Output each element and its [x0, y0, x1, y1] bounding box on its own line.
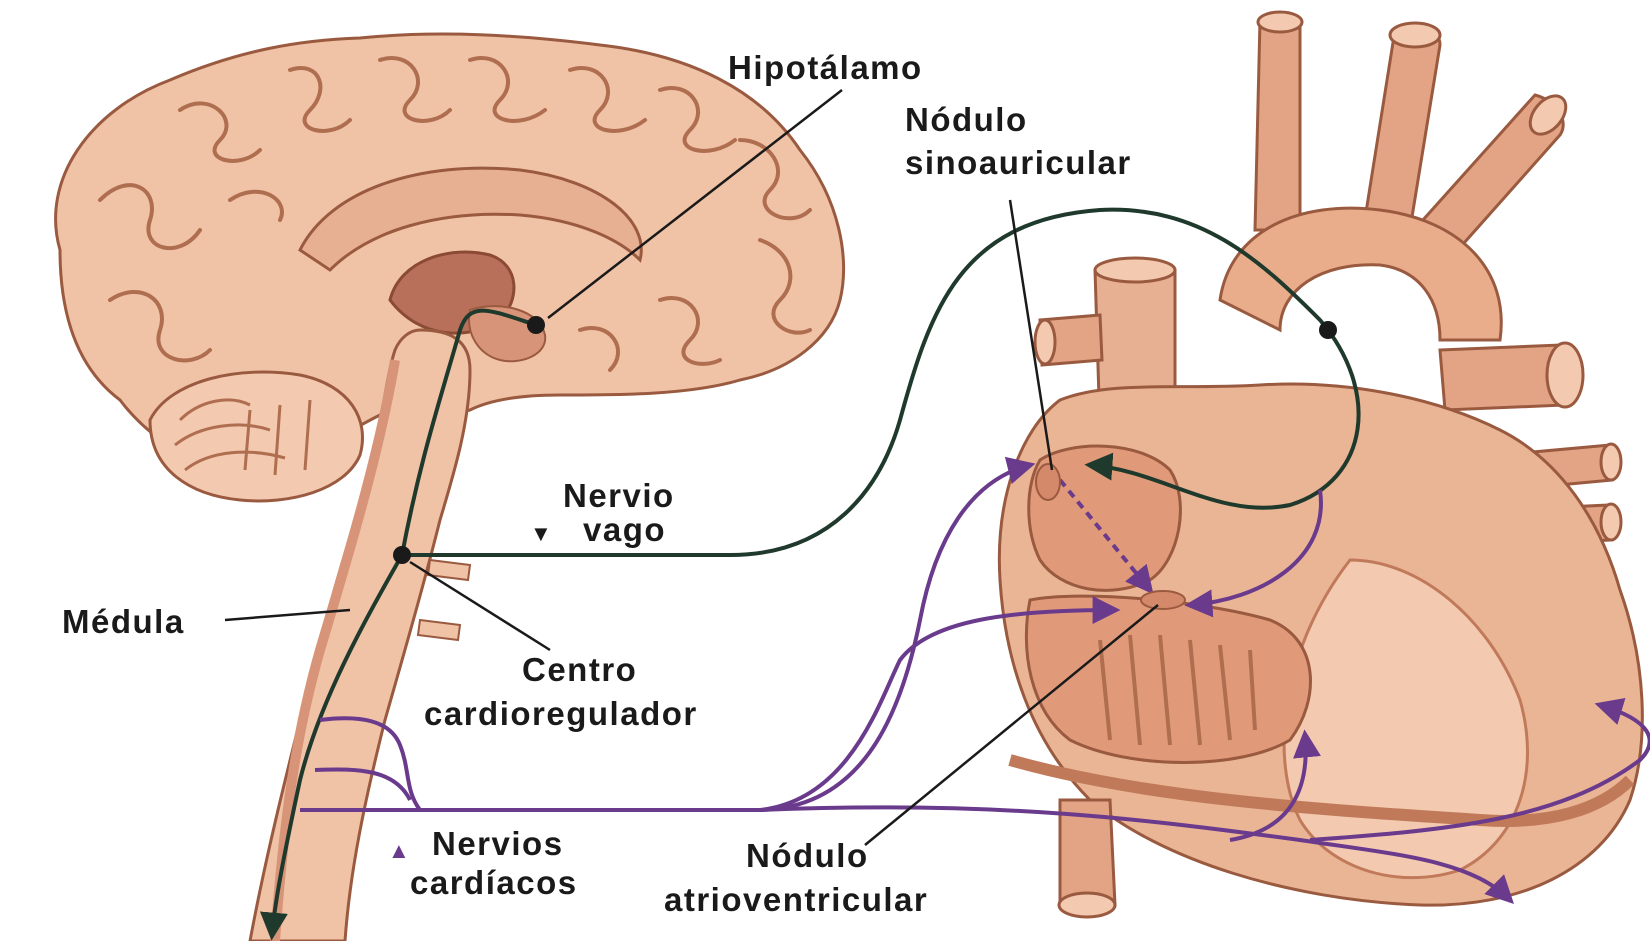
label-center-line2: cardioregulador — [424, 696, 698, 732]
hypothalamus-dot — [527, 316, 545, 334]
label-sa-node-line1: Nódulo — [905, 102, 1028, 138]
label-av-node-line2: atrioventricular — [664, 882, 928, 918]
label-sa-node-line2: sinoauricular — [905, 145, 1132, 181]
label-vagus-line2: vago — [583, 512, 666, 548]
cardiac-marker-icon: ▲ — [388, 833, 411, 869]
label-hypothalamus: Hipotálamo — [728, 50, 923, 86]
label-vagus-line1: Nervio — [563, 478, 675, 514]
av-node — [1141, 591, 1185, 609]
label-cardiac-line1: Nervios — [432, 826, 564, 862]
label-cardiac-line2: cardíacos — [410, 865, 578, 901]
brain — [56, 34, 844, 941]
aortic-vagus-dot — [1319, 321, 1337, 339]
cerebellum — [150, 372, 363, 501]
sa-node — [1036, 464, 1060, 500]
aortic-branch-left — [1255, 20, 1300, 230]
label-center-line1: Centro — [522, 652, 637, 688]
label-medulla: Médula — [62, 604, 185, 640]
vagus-marker-icon: ▼ — [530, 516, 553, 552]
cardioregulatory-center-dot — [393, 546, 411, 564]
label-av-node-line1: Nódulo — [746, 838, 869, 874]
